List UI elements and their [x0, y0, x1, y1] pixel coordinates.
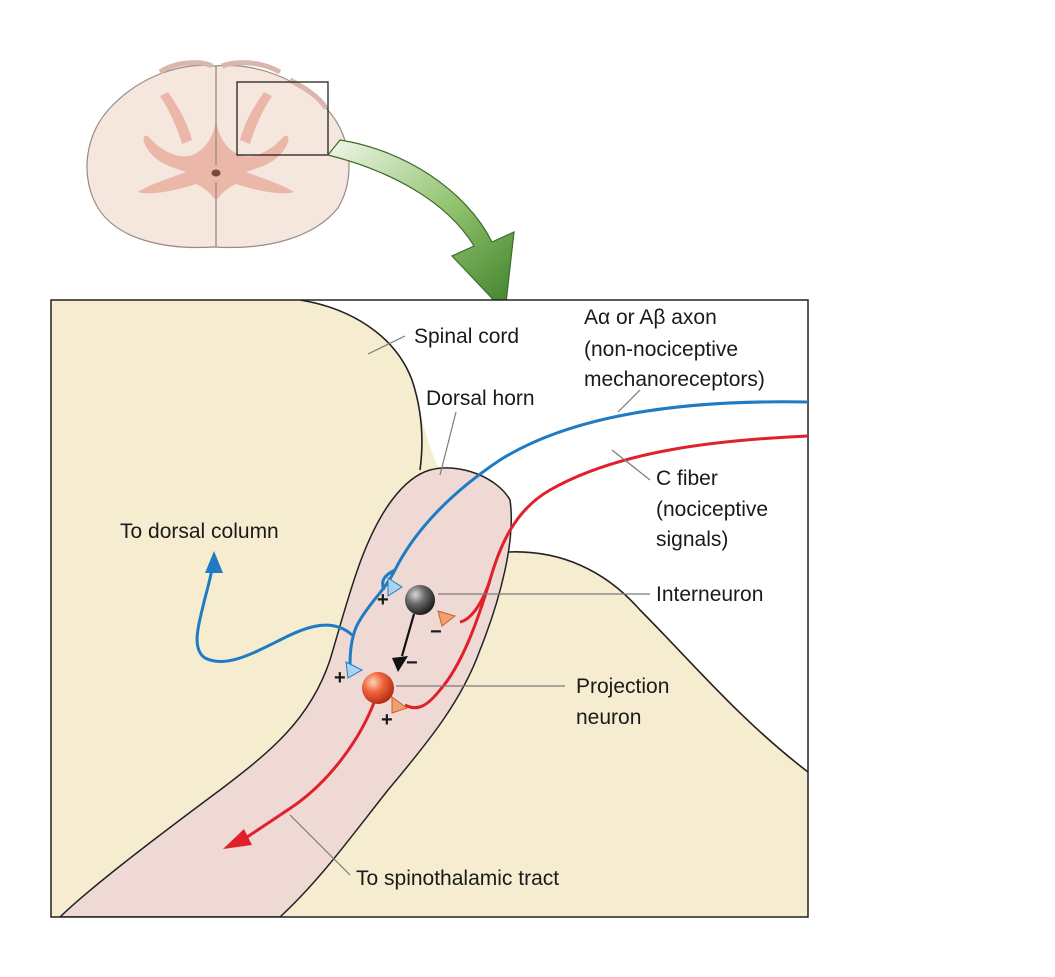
- zoom-region-box: [236, 81, 329, 156]
- label-a-fiber-2: (non-nociceptive: [584, 338, 738, 361]
- spinal-cord-outline-upper: [299, 300, 423, 471]
- a-beta-fiber: [195, 400, 809, 666]
- c-fiber-terminal-projection: [391, 696, 409, 714]
- detail-frame: [50, 299, 809, 918]
- a-fiber-branch-interneuron: [381, 568, 396, 591]
- spinothalamic-axon: [237, 699, 377, 845]
- leader-dorsal-horn: [439, 411, 457, 476]
- leader-a-fiber: [617, 389, 641, 413]
- sign-a-to-interneuron: +: [377, 589, 389, 611]
- zoom-arrow-shape: [326, 139, 515, 314]
- a-fiber-terminal-projection: [345, 661, 364, 679]
- dorsal-horn: [58, 467, 513, 917]
- gray-matter-dorsal-right: [240, 92, 272, 144]
- label-a-fiber-3: mechanoreceptors): [584, 368, 765, 391]
- sign-a-to-projection: +: [334, 667, 346, 689]
- spinothalamic-output: [223, 699, 377, 849]
- spinal-cord-outline-lower: [507, 551, 808, 773]
- a-fiber-branch-dorsal-column: [195, 559, 354, 663]
- c-fiber-branch-projection: [404, 579, 492, 710]
- zoom-arrow: [326, 139, 515, 314]
- label-interneuron: Interneuron: [656, 583, 763, 606]
- spinal-cord-tissue-lower: [298, 551, 808, 917]
- interneuron-cell: [405, 585, 435, 615]
- label-a-fiber-1: Aα or Aβ axon: [584, 306, 717, 329]
- leader-c-fiber: [611, 449, 651, 481]
- leader-spinothalamic: [289, 814, 351, 876]
- label-projection-2: neuron: [576, 706, 641, 729]
- leader-lines: [289, 335, 651, 876]
- spinothalamic-arrowhead: [223, 829, 252, 849]
- spinal-cord-cross-section: [86, 60, 350, 249]
- sign-interneuron-to-projection: −: [406, 652, 418, 674]
- label-dorsal-horn: Dorsal horn: [426, 387, 535, 410]
- c-fiber-terminal-interneuron: [437, 610, 457, 627]
- interneuron-terminal: [392, 656, 408, 672]
- central-canal: [211, 169, 221, 177]
- spinal-cord-tissue-upper: [51, 300, 508, 917]
- label-to-dorsal-column: To dorsal column: [120, 520, 279, 543]
- projection-neuron-cell: [362, 672, 394, 704]
- c-fiber: [404, 434, 809, 710]
- label-c-fiber-3: signals): [656, 528, 728, 551]
- label-spinal-cord: Spinal cord: [414, 325, 519, 348]
- label-c-fiber-1: C fiber: [656, 467, 718, 490]
- label-projection-1: Projection: [576, 675, 669, 698]
- sign-c-to-projection: +: [381, 709, 393, 731]
- label-c-fiber-2: (nociceptive: [656, 498, 768, 521]
- sign-c-to-interneuron: −: [430, 621, 442, 643]
- a-fiber-axon: [348, 400, 809, 666]
- dorsal-column-arrowhead: [205, 551, 223, 573]
- label-to-spinothalamic: To spinothalamic tract: [356, 867, 559, 890]
- gray-matter-dorsal-left: [160, 92, 192, 144]
- a-fiber-terminal-interneuron: [387, 577, 403, 597]
- interneuron-axon: [400, 613, 416, 657]
- leader-spinal-cord: [367, 335, 406, 355]
